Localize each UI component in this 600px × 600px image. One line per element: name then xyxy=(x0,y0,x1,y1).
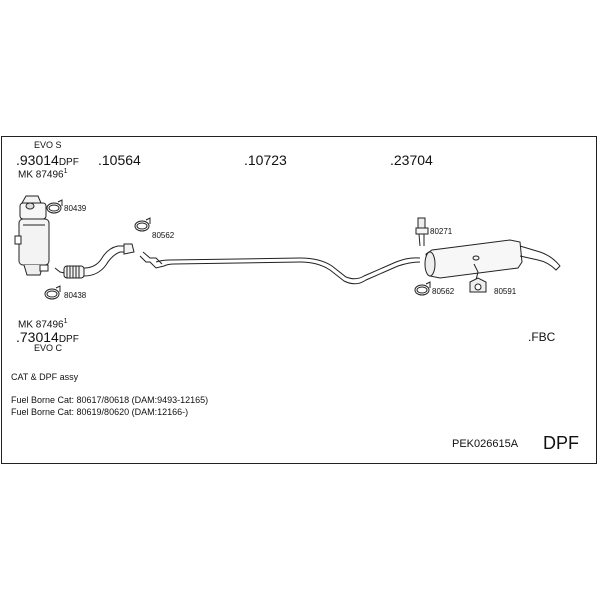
clamp-80562-rear-drawing xyxy=(414,281,431,296)
kit-code: PEK026615A xyxy=(452,438,519,450)
part-number-10723: .10723 xyxy=(244,152,287,168)
part-number-93014: .93014DPF xyxy=(16,153,79,168)
hanger-80591-drawing xyxy=(469,277,487,293)
rear-silencer xyxy=(424,239,561,281)
dpf-catalyst-unit xyxy=(14,195,50,276)
part-suffix-bottom: DPF xyxy=(58,334,79,345)
mk-sup: 1 xyxy=(63,168,68,175)
part-number-23704: .23704 xyxy=(390,152,433,168)
part-number-bottom: .73014 xyxy=(16,329,59,345)
mk-number-bottom: 87496 xyxy=(35,319,64,331)
part-suffix: DPF xyxy=(58,157,79,168)
part-number-10564: .10564 xyxy=(98,152,141,168)
note-cat-dpf: CAT & DPF assy xyxy=(11,372,79,382)
clamp-80438-drawing xyxy=(44,285,61,300)
kit-type: DPF xyxy=(543,433,579,453)
label-80562-rear: 80562 xyxy=(432,287,455,296)
variant-evo-c: EVO C xyxy=(34,343,63,353)
mk-number: 87496 xyxy=(35,169,64,181)
mk-label: MK xyxy=(18,169,33,181)
variant-evo-s: EVO S xyxy=(34,140,62,150)
middle-pipe xyxy=(139,251,421,285)
mk-sup-bottom: 1 xyxy=(63,318,68,325)
clamp-80439-drawing xyxy=(46,199,63,214)
label-80439: 80439 xyxy=(64,204,87,213)
mk-top: MK 874961 xyxy=(18,168,68,180)
part-number: .93014 xyxy=(16,152,59,168)
note-fuel-borne-1: Fuel Borne Cat: 80617/80618 (DAM:9493-12… xyxy=(11,395,209,405)
label-80438: 80438 xyxy=(64,291,87,300)
note-fuel-borne-2: Fuel Borne Cat: 80619/80620 (DAM:12166-) xyxy=(11,407,189,417)
front-pipe xyxy=(54,243,135,279)
fbc-label: .FBC xyxy=(528,330,556,344)
label-80591: 80591 xyxy=(494,287,517,296)
label-80271: 80271 xyxy=(430,227,453,236)
mk-label-bottom: MK xyxy=(18,319,33,331)
diagram-frame xyxy=(1,136,597,464)
clamp-80562-mid-drawing xyxy=(134,217,151,232)
part-number-73014: .73014DPF xyxy=(16,330,79,345)
mk-bottom: MK 874961 xyxy=(18,318,68,330)
rubber-80271-drawing xyxy=(415,217,429,247)
label-80562-mid: 80562 xyxy=(152,231,175,240)
